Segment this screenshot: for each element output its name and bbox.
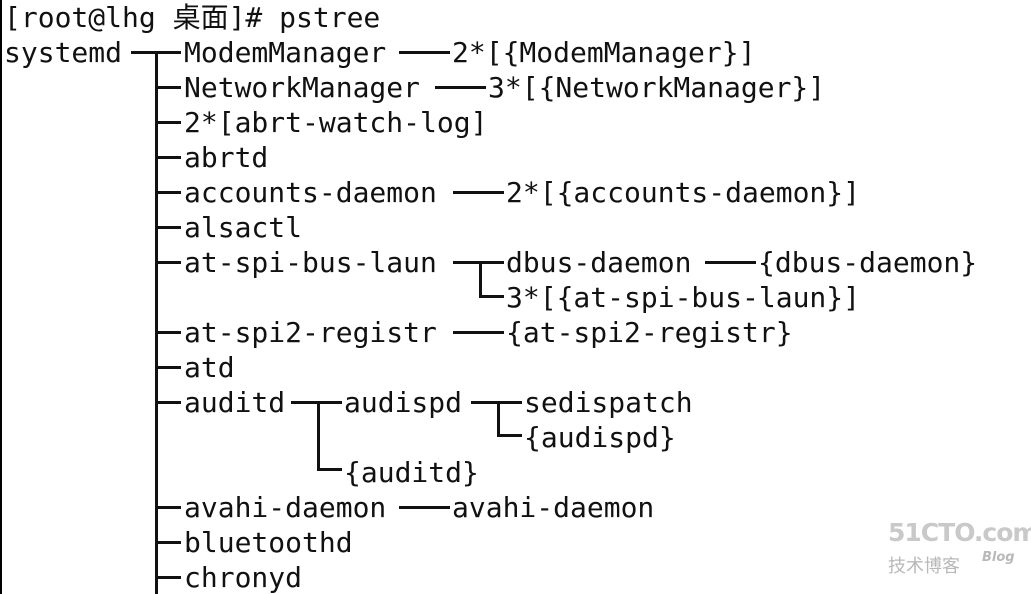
- tree-node: {auditd}: [344, 456, 479, 489]
- tree-node: alsactl: [184, 211, 303, 244]
- tree-node: avahi-daemon: [452, 491, 655, 524]
- terminal-left-border: [0, 0, 2, 594]
- tree-node-systemd: systemd: [4, 36, 123, 69]
- tree-node: auditd: [184, 386, 286, 419]
- tree-node: {audispd}: [524, 421, 676, 454]
- tree-connector: [155, 86, 181, 89]
- tree-node: atd: [184, 351, 235, 384]
- tree-node: at-spi2-registr: [184, 316, 437, 349]
- watermark-subtitle: 技术博客: [888, 556, 960, 577]
- shell-prompt: [root@lhg 桌面]# pstree: [4, 1, 381, 34]
- tree-connector: [471, 401, 522, 404]
- tree-connector: [399, 506, 450, 509]
- tree-trunk: [155, 51, 158, 594]
- watermark-logo-text: 51CTO.com: [888, 518, 1031, 547]
- tree-connector: [399, 51, 450, 54]
- tree-node: 2*[{ModemManager}]: [452, 36, 756, 69]
- tree-connector: [317, 401, 320, 471]
- tree-connector: [497, 401, 500, 437]
- tree-connector: [155, 541, 181, 544]
- tree-node: {dbus-daemon}: [758, 246, 978, 279]
- tree-connector: [479, 261, 482, 298]
- tree-connector: [453, 331, 504, 334]
- tree-node: dbus-daemon: [506, 246, 692, 279]
- tree-connector: [155, 576, 181, 579]
- tree-node: audispd: [344, 386, 463, 419]
- tree-connector: [155, 331, 181, 334]
- tree-node: 2*[{accounts-daemon}]: [506, 176, 861, 209]
- tree-node: 3*[{NetworkManager}]: [488, 71, 826, 104]
- tree-connector: [497, 434, 522, 437]
- tree-connector: [155, 401, 181, 404]
- tree-connector: [479, 295, 504, 298]
- tree-node: {at-spi2-registr}: [506, 316, 793, 349]
- tree-node: sedispatch: [524, 386, 693, 419]
- tree-connector: [453, 261, 504, 264]
- watermark-logo: 51CTO.com 技术博客 Blog: [886, 518, 1031, 580]
- tree-node: 3*[{at-spi-bus-laun}]: [506, 281, 861, 314]
- tree-connector: [705, 261, 756, 264]
- tree-connector: [155, 261, 181, 264]
- tree-connector: [155, 506, 181, 509]
- tree-connector: [155, 156, 181, 159]
- tree-node: bluetoothd: [184, 526, 353, 559]
- watermark-blog: Blog: [982, 550, 1015, 565]
- tree-node: chronyd: [184, 561, 303, 594]
- tree-connector: [155, 191, 181, 194]
- tree-connector: [435, 86, 486, 89]
- tree-node: abrtd: [184, 141, 269, 174]
- tree-connector: [155, 121, 181, 124]
- tree-connector: [291, 401, 342, 404]
- tree-node: 2*[abrt-watch-log]: [184, 106, 488, 139]
- tree-connector: [453, 191, 504, 194]
- tree-node: ModemManager: [184, 36, 387, 69]
- tree-node: NetworkManager: [184, 71, 421, 104]
- tree-node: accounts-daemon: [184, 176, 437, 209]
- tree-node: avahi-daemon: [184, 491, 387, 524]
- tree-connector: [155, 366, 181, 369]
- tree-connector: [317, 468, 342, 471]
- tree-connector: [155, 226, 181, 229]
- tree-node: at-spi-bus-laun: [184, 246, 437, 279]
